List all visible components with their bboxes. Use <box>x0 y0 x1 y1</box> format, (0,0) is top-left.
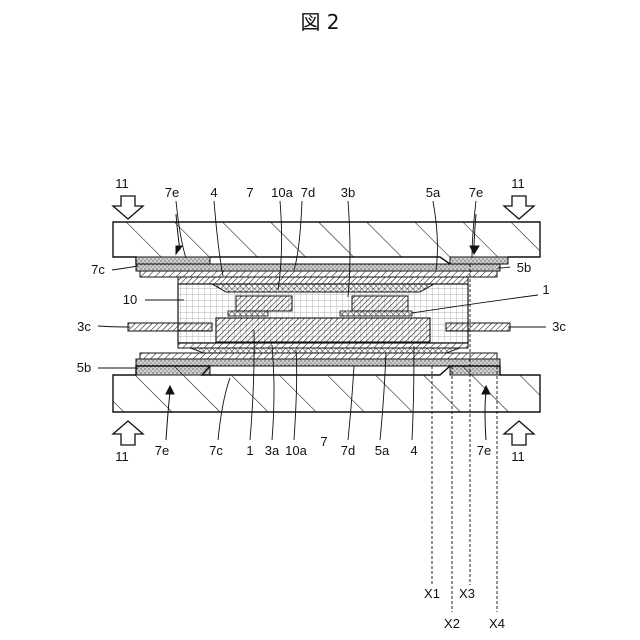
label-11-top-left: 11 <box>115 176 129 191</box>
label-x1: X1 <box>424 586 440 601</box>
substrate-3a <box>216 318 430 342</box>
lead-3c-right <box>446 323 510 331</box>
top-film-5a <box>140 271 497 277</box>
label-7e-top-right: 7e <box>469 185 483 200</box>
label-11-bottom-right: 11 <box>511 449 525 464</box>
block-3b-left <box>236 296 292 311</box>
label-3b: 3b <box>341 185 355 200</box>
bottom-cushion-sheet <box>136 359 500 366</box>
press-arrow-bottom-left-icon <box>113 421 143 445</box>
label-10: 10 <box>123 292 137 307</box>
label-5b-bottom: 5b <box>77 360 91 375</box>
lead-3c-left <box>128 323 212 331</box>
top-pad-7c <box>136 257 210 264</box>
chip-1-right <box>340 311 412 316</box>
label-7d-top: 7d <box>301 185 315 200</box>
label-5b-top: 5b <box>517 260 531 275</box>
block-3b-right <box>352 296 408 311</box>
label-7d-bottom: 7d <box>341 443 355 458</box>
label-1-right: 1 <box>542 282 549 297</box>
label-7-top: 7 <box>246 185 253 200</box>
label-7c-bottom: 7c <box>209 443 223 458</box>
label-5a-bottom: 5a <box>375 443 390 458</box>
label-1-bottom: 1 <box>246 443 253 458</box>
label-7e-top-left: 7e <box>165 185 179 200</box>
label-x3: X3 <box>459 586 475 601</box>
label-7e-bottom-left: 7e <box>155 443 169 458</box>
layer-10a-top <box>212 284 434 292</box>
label-10a-top: 10a <box>271 185 293 200</box>
label-10a-bottom: 10a <box>285 443 307 458</box>
top-layer-4 <box>178 277 468 284</box>
label-7-bottom: 7 <box>320 434 327 449</box>
label-4-top: 4 <box>210 185 217 200</box>
figure-title: 図 2 <box>300 10 339 34</box>
top-cushion-sheet <box>136 264 500 271</box>
label-11-bottom-left: 11 <box>115 449 129 464</box>
top-pad-7e <box>450 257 508 264</box>
press-arrow-top-left-icon <box>113 196 143 219</box>
label-3c-right: 3c <box>552 319 566 334</box>
label-5a-top: 5a <box>426 185 441 200</box>
label-3c-left: 3c <box>77 319 91 334</box>
bottom-press-plate <box>113 366 540 412</box>
layer-10a-bottom <box>190 348 460 353</box>
label-x2: X2 <box>444 616 460 631</box>
label-3a: 3a <box>265 443 280 458</box>
label-4-bottom: 4 <box>410 443 417 458</box>
label-x4: X4 <box>489 616 505 631</box>
label-7e-bottom-right: 7e <box>477 443 491 458</box>
press-arrow-top-right-icon <box>504 196 534 219</box>
chip-1-left <box>228 311 268 316</box>
label-7c-top: 7c <box>91 262 105 277</box>
bottom-layer-4 <box>178 343 468 348</box>
label-11-top-right: 11 <box>511 176 525 191</box>
bottom-film-5a <box>140 353 497 359</box>
press-arrow-bottom-right-icon <box>504 421 534 445</box>
